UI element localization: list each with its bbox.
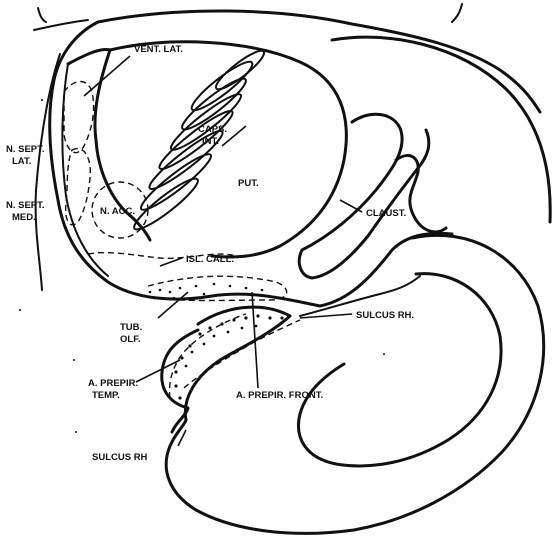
label-n-sept-med-line1: N. SEPT. [6,200,45,211]
internal-capsule-striations [130,46,268,235]
label-caps-int-line2: INT. [202,136,219,147]
label-a-prepir-temp-line1: A. PREPIR. [88,378,138,389]
prepir-dashed-outer [170,314,246,398]
label-sulcus-rh-right: SULCUS RH. [356,310,414,321]
label-put: PUT. [238,178,259,189]
leader-isl-call [160,258,182,266]
label-vent-lat: VENT. LAT. [134,44,183,55]
label-n-sept-lat-line2: LAT. [12,156,31,167]
label-sulcus-rh-left: SULCUS RH [92,452,148,463]
label-n-sept-lat-line1: N. SEPT. [6,144,45,155]
label-caps-int-line1: CAPS. [198,124,227,135]
label-a-prepir-front: A. PREPIR. FRONT. [236,390,323,401]
piriform-region-outline [185,307,290,420]
left-ventral-contour [50,22,452,306]
leader-a-prepir-temp [136,360,180,382]
label-tub-olf-line2: OLF. [120,334,141,345]
label-n-acc: N. ACC. [100,206,135,217]
top-right-mark [452,4,462,22]
label-tub-olf-line1: TUB. [120,322,142,333]
label-a-prepir-temp-line2: TEMP. [92,390,120,401]
putamen-outline [110,42,346,257]
insular-gyrus [396,156,446,232]
label-isl-call: ISL. CALL. [186,254,234,265]
outer-contour-upper-right [332,37,550,222]
label-claust: CLAUST. [366,208,406,219]
temporal-lobe-outer [166,235,543,533]
label-n-sept-med-line2: MED. [12,212,36,223]
midline-inner-contour [36,54,60,290]
outer-contour-top [98,11,540,112]
leader-tub-olf [158,292,188,318]
top-edge-line [34,20,88,30]
leader-claust [340,200,362,212]
top-left-mark [38,8,46,22]
